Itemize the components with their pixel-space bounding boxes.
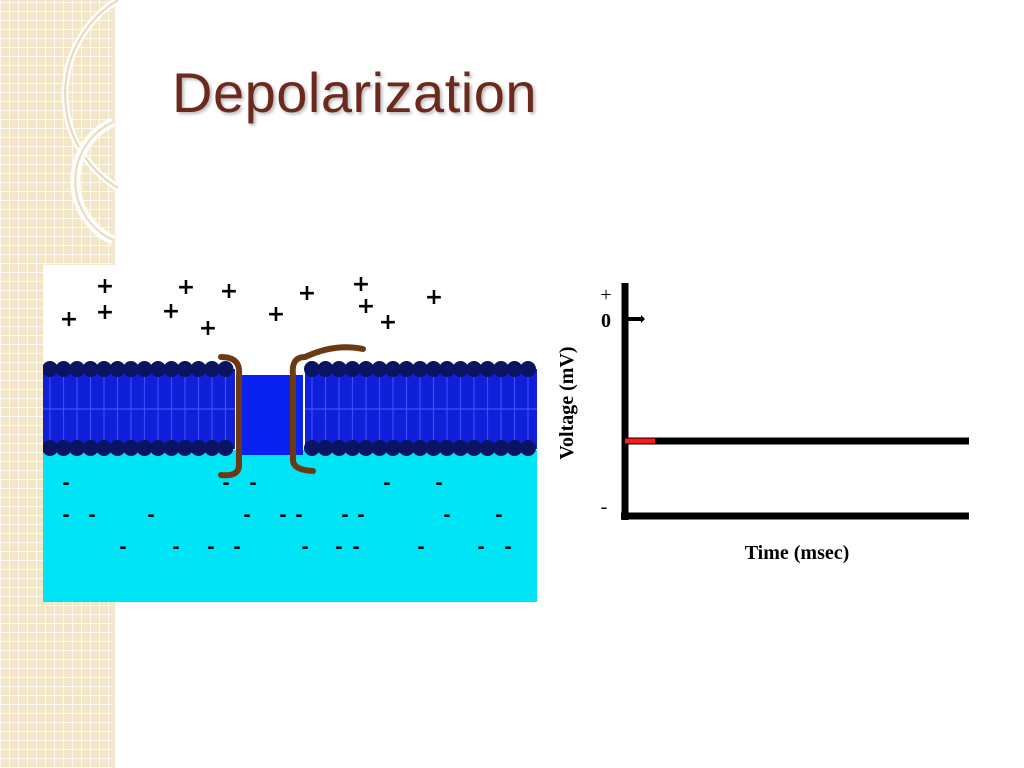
x-axis-label: Time (msec)	[745, 542, 850, 564]
y-plus-label: +	[600, 284, 611, 306]
negative-ion: -	[443, 505, 450, 526]
negative-ion: -	[435, 473, 442, 494]
positive-ion: +	[177, 275, 195, 300]
negative-ion: -	[477, 537, 484, 558]
positive-ion: +	[357, 294, 375, 319]
negative-ion: -	[119, 537, 126, 558]
negative-ion: -	[352, 537, 359, 558]
slide-title: Depolarization	[172, 61, 537, 124]
negative-ion: -	[383, 473, 390, 494]
negative-ion: -	[62, 473, 69, 494]
negative-ion: -	[417, 537, 424, 558]
negative-ion: -	[222, 473, 229, 494]
positive-ion: +	[352, 272, 370, 297]
voltage-graph: + 0 - Voltage (mV) Time (msec)	[556, 283, 969, 564]
positive-ion: +	[96, 274, 114, 299]
channel-protein-left	[218, 354, 243, 479]
negative-ion: -	[357, 505, 364, 526]
negative-ion: -	[341, 505, 348, 526]
decorative-rings	[61, 0, 120, 245]
negative-ion: -	[504, 537, 511, 558]
positive-ion: +	[379, 310, 397, 335]
negative-ion: -	[207, 537, 214, 558]
negative-ion: -	[279, 505, 286, 526]
y-zero-label: 0	[601, 310, 611, 332]
y-axis-label: Voltage (mV)	[556, 346, 578, 459]
channel-protein-right	[289, 354, 316, 474]
channel-gate	[302, 344, 366, 360]
intracellular-space	[43, 450, 537, 602]
membrane-diagram: +++++++++++++-------------------------	[43, 265, 537, 602]
lipid-bilayer	[43, 361, 537, 456]
positive-ion: +	[162, 299, 180, 324]
positive-ion: +	[199, 316, 217, 341]
negative-ion: -	[147, 505, 154, 526]
zero-tick-arrow	[641, 315, 645, 323]
negative-ion: -	[233, 537, 240, 558]
positive-ion: +	[298, 281, 316, 306]
y-minus-label: -	[601, 496, 608, 518]
positive-ion: +	[267, 302, 285, 327]
negative-ion: -	[88, 505, 95, 526]
negative-ion: -	[295, 505, 302, 526]
negative-ion: -	[335, 537, 342, 558]
negative-ion: -	[301, 537, 308, 558]
negative-ion: -	[62, 505, 69, 526]
negative-ion: -	[495, 505, 502, 526]
positive-ion: +	[220, 279, 238, 304]
negative-ion: -	[249, 473, 256, 494]
positive-ion: +	[60, 307, 78, 332]
negative-ion: -	[243, 505, 250, 526]
positive-ion: +	[425, 285, 443, 310]
negative-ion: -	[172, 537, 179, 558]
positive-ion: +	[96, 300, 114, 325]
